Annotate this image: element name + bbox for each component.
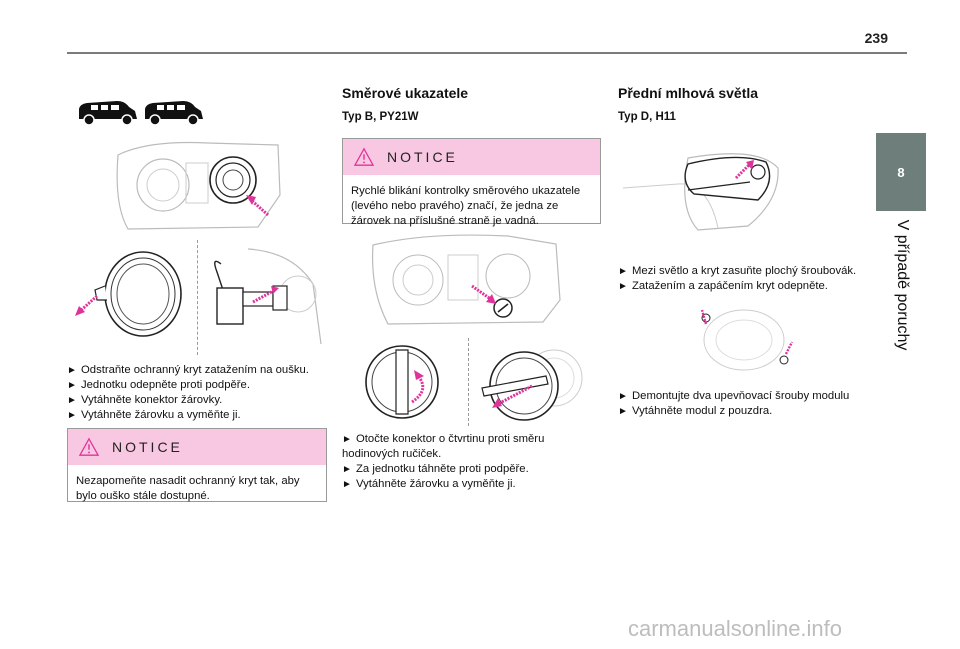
section-title: Směrové ukazatele: [342, 85, 469, 101]
bulb-connector-illustration: [214, 248, 322, 345]
illustration-divider: [197, 240, 198, 355]
list-item: ►Vytáhněte žárovku a vyměňte ji.: [67, 409, 241, 421]
col2-notice: NOTICE Rychlé blikání kontrolky směrovéh…: [342, 138, 601, 227]
warning-triangle-icon: [78, 437, 100, 456]
chapter-number: 8: [897, 164, 905, 180]
section-subtitle: Typ D, H11: [618, 111, 676, 123]
notice-label: NOTICE: [112, 439, 183, 455]
connector-rotate-illustration: [365, 345, 439, 419]
protective-cover-illustration: [75, 251, 182, 337]
list-item: ►Za jednotku táhněte proti podpěře.: [342, 463, 529, 475]
arrow-icon: [734, 162, 752, 180]
list-item: ►Jednotku odepněte proti podpěře.: [67, 379, 250, 391]
notice-label: NOTICE: [387, 149, 458, 165]
notice-text: Nezapomeňte nasadit ochranný kryt tak, a…: [76, 475, 300, 502]
section-title: Přední mlhová světla: [618, 85, 759, 101]
col1-instructions: ►Odstraňte ochranný kryt zatažením na ou…: [67, 363, 329, 423]
notice-header: NOTICE: [343, 139, 600, 175]
list-item: ►Demontujte dva upevňovací šrouby modulu: [618, 390, 850, 402]
warning-triangle-icon: [353, 147, 375, 166]
bulb-pull-illustration: [481, 349, 583, 421]
section-subtitle: Typ B, PY21W: [342, 111, 419, 123]
col1-notice: NOTICE Nezapomeňte nasadit ochranný kryt…: [67, 428, 327, 502]
van-icons: [79, 101, 203, 126]
col3-instructions-b: ►Demontujte dva upevňovací šrouby modulu…: [618, 389, 878, 419]
list-item: ►Odstraňte ochranný kryt zatažením na ou…: [67, 364, 309, 376]
van-icon: [145, 101, 203, 126]
watermark: carmanualsonline.info: [628, 616, 843, 641]
arrow-icon: [252, 288, 276, 304]
header-rule: [67, 52, 907, 54]
list-item: ►Vytáhněte konektor žárovky.: [67, 394, 223, 406]
van-icon: [79, 101, 137, 126]
list-item: ►Vytáhněte žárovku a vyměňte ji.: [342, 478, 516, 490]
col3-instructions-a: ►Mezi světlo a kryt zasuňte plochý šroub…: [618, 264, 878, 294]
list-item: ►Vytáhněte modul z pouzdra.: [618, 405, 773, 417]
arrow-icon: [497, 384, 533, 406]
list-item: ►Mezi světlo a kryt zasuňte plochý šroub…: [618, 265, 857, 277]
page-number: 239: [864, 30, 888, 46]
notice-text: Rychlé blikání kontrolky směrového ukaza…: [351, 185, 581, 227]
arrow-icon: [471, 284, 493, 302]
col2-instructions: ►Otočte konektor o čtvrtinu proti směru …: [342, 432, 602, 492]
fog-lamp-module-illustration: [700, 309, 794, 371]
notice-header: NOTICE: [68, 429, 326, 465]
list-item: ►Otočte konektor o čtvrtinu proti směru …: [342, 433, 545, 460]
list-item: ►Zatažením a zapáčením kryt odepněte.: [618, 280, 828, 292]
illustration-divider: [468, 338, 469, 426]
chapter-title: V případě poruchy: [894, 219, 911, 351]
indicator-headlamp-illustration: [372, 234, 561, 325]
arrow-icon: [411, 375, 425, 404]
fog-lamp-cover-illustration: [622, 153, 779, 231]
headlamp-rear-illustration: [116, 141, 281, 230]
chapter-tab[interactable]: 8: [876, 133, 926, 211]
arrow-icon: [700, 309, 708, 325]
arrow-icon: [784, 341, 794, 355]
